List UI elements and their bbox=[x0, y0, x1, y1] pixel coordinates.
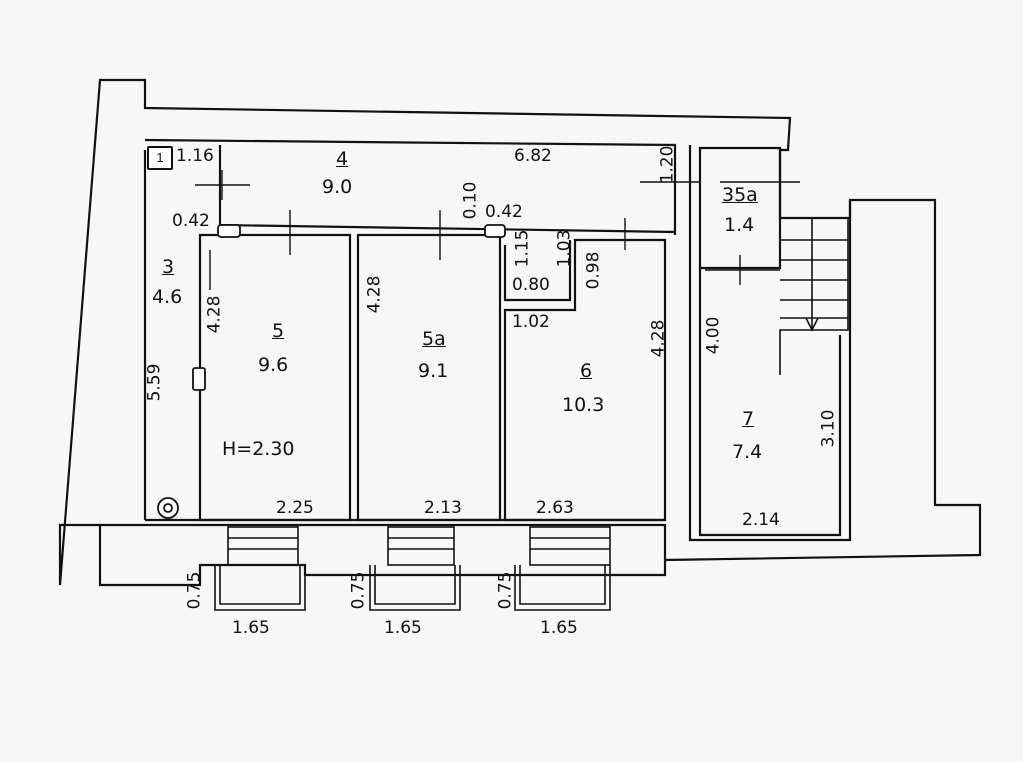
room-7-area: 7.4 bbox=[732, 441, 763, 463]
corridor-wall bbox=[218, 145, 676, 234]
entrance-steps-1 bbox=[214, 526, 306, 611]
dim-0-10: 0.10 bbox=[460, 181, 481, 220]
dim-0-80: 0.80 bbox=[512, 275, 550, 295]
room-5-number: 5 bbox=[272, 320, 285, 342]
dim-1-65-b: 1.65 bbox=[384, 618, 422, 638]
room-35a-walls bbox=[698, 146, 782, 270]
room-7-number: 7 bbox=[742, 408, 755, 430]
door-marker bbox=[217, 224, 241, 238]
dim-0-98: 0.98 bbox=[583, 251, 604, 290]
room-7-walls bbox=[688, 145, 852, 542]
room-6-number: 6 bbox=[580, 360, 593, 382]
room-4-number: 4 bbox=[336, 148, 349, 170]
ceiling-height: H=2.30 bbox=[222, 438, 295, 460]
room-5a-area: 9.1 bbox=[418, 360, 449, 382]
dim-0-75-a: 0.75 bbox=[184, 571, 205, 610]
room-6-area: 10.3 bbox=[562, 394, 605, 416]
dim-1-03: 1.03 bbox=[554, 229, 575, 268]
dim-1-16: 1.16 bbox=[176, 146, 214, 166]
dim-2-25: 2.25 bbox=[276, 498, 314, 518]
dim-0-42-left: 0.42 bbox=[172, 211, 210, 231]
door-marker bbox=[484, 224, 506, 238]
dim-1-20: 1.20 bbox=[657, 145, 678, 184]
dim-5-59: 5.59 bbox=[144, 363, 165, 402]
dim-6-82: 6.82 bbox=[514, 146, 552, 166]
drain-symbol bbox=[163, 503, 173, 513]
dim-4-28-a: 4.28 bbox=[204, 295, 225, 334]
entrance-steps-3 bbox=[514, 526, 611, 611]
dim-2-63: 2.63 bbox=[536, 498, 574, 518]
dim-0-75-b: 0.75 bbox=[348, 571, 369, 610]
room-5-area: 9.6 bbox=[258, 354, 289, 376]
dim-0-75-c: 0.75 bbox=[495, 571, 516, 610]
dim-1-15: 1.15 bbox=[512, 229, 533, 268]
room-35a-area: 1.4 bbox=[724, 214, 755, 236]
room-4-area: 9.0 bbox=[322, 176, 353, 198]
plan-marker: 1 bbox=[147, 146, 173, 170]
notch-wall bbox=[503, 240, 572, 302]
room-35a-number: 35а bbox=[722, 184, 758, 206]
dim-4-28-c: 4.28 bbox=[648, 319, 669, 358]
room-3-area: 4.6 bbox=[152, 286, 183, 308]
room-3-number: 3 bbox=[162, 256, 175, 278]
room-7-inner bbox=[698, 268, 842, 537]
outer-wall bbox=[58, 78, 982, 587]
dim-1-65-a: 1.65 bbox=[232, 618, 270, 638]
inner-wall-top bbox=[144, 138, 677, 235]
stairs bbox=[779, 217, 849, 375]
dim-4-00: 4.00 bbox=[703, 316, 724, 355]
entrance-steps-2 bbox=[369, 526, 461, 611]
bottom-wall bbox=[100, 523, 667, 560]
room-5-walls bbox=[198, 233, 352, 522]
dim-3-10: 3.10 bbox=[818, 409, 839, 448]
dim-0-42-right: 0.42 bbox=[485, 202, 523, 222]
dim-1-65-c: 1.65 bbox=[540, 618, 578, 638]
door-marker bbox=[192, 367, 206, 391]
dim-4-28-b: 4.28 bbox=[364, 275, 385, 314]
room-5a-number: 5а bbox=[422, 328, 446, 350]
dimension-ticks bbox=[195, 170, 800, 290]
dim-2-13: 2.13 bbox=[424, 498, 462, 518]
dim-2-14: 2.14 bbox=[742, 510, 780, 530]
dim-1-02: 1.02 bbox=[512, 312, 550, 332]
